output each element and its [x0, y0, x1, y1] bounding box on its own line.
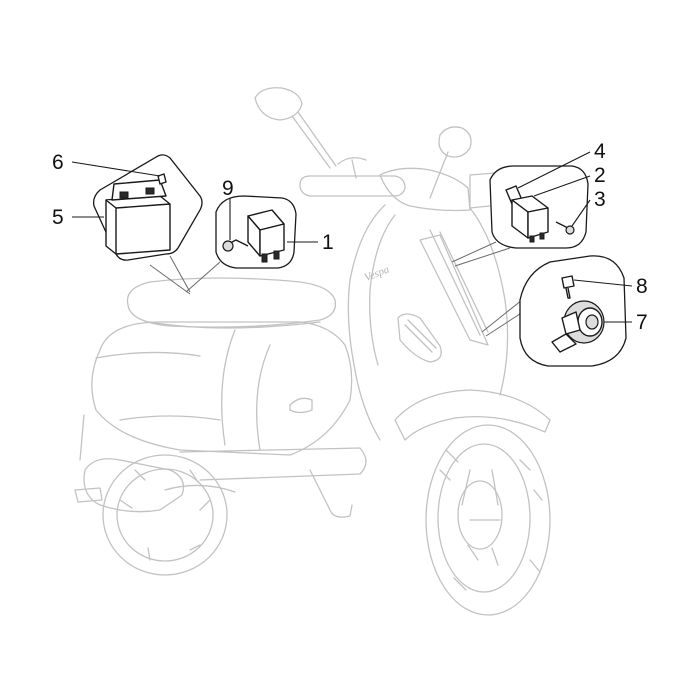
callout-7: 7: [636, 311, 648, 334]
leader-3: [571, 199, 591, 227]
callout-numbers: 1 2 3 4 5 6 7 8 9: [52, 140, 648, 334]
horn-relay-screw: [555, 221, 575, 235]
front-fender: [394, 389, 551, 441]
horn-relay-callout-panel: [451, 165, 589, 267]
leader-2: [533, 175, 591, 197]
callout-4: 4: [594, 140, 606, 163]
handlebar: [299, 157, 512, 212]
scooter-badge: Vespa: [363, 263, 392, 284]
leader-4: [517, 151, 591, 189]
battery-callout-panel: [92, 154, 203, 295]
callout-2: 2: [594, 164, 606, 187]
horn-bolt: [561, 275, 575, 299]
frame-link: [79, 414, 367, 518]
battery: [105, 173, 171, 255]
callout-5: 5: [52, 206, 64, 229]
rear-body: [91, 321, 353, 456]
left-mirror: [254, 87, 337, 169]
relay: [247, 209, 285, 263]
callout-6: 6: [52, 151, 64, 174]
relay-screw: [222, 239, 249, 252]
callout-1: 1: [322, 231, 334, 254]
rear-wheel: [102, 454, 228, 576]
floor-grille: [397, 313, 442, 363]
leader-lines: [71, 151, 633, 323]
callout-9: 9: [222, 177, 234, 200]
relay-callout-panel: [185, 195, 297, 293]
callout-8: 8: [636, 275, 648, 298]
horn-callout-panel: [481, 255, 627, 367]
leg-shield: [347, 204, 509, 441]
horn-relay: [511, 195, 549, 243]
right-mirror: [429, 126, 472, 199]
exhaust: [74, 458, 236, 513]
front-wheel: [425, 424, 551, 616]
seat: [126, 277, 337, 329]
leader-6: [71, 161, 161, 177]
horn: [551, 300, 605, 353]
callout-3: 3: [594, 188, 606, 211]
leader-8: [573, 279, 633, 287]
